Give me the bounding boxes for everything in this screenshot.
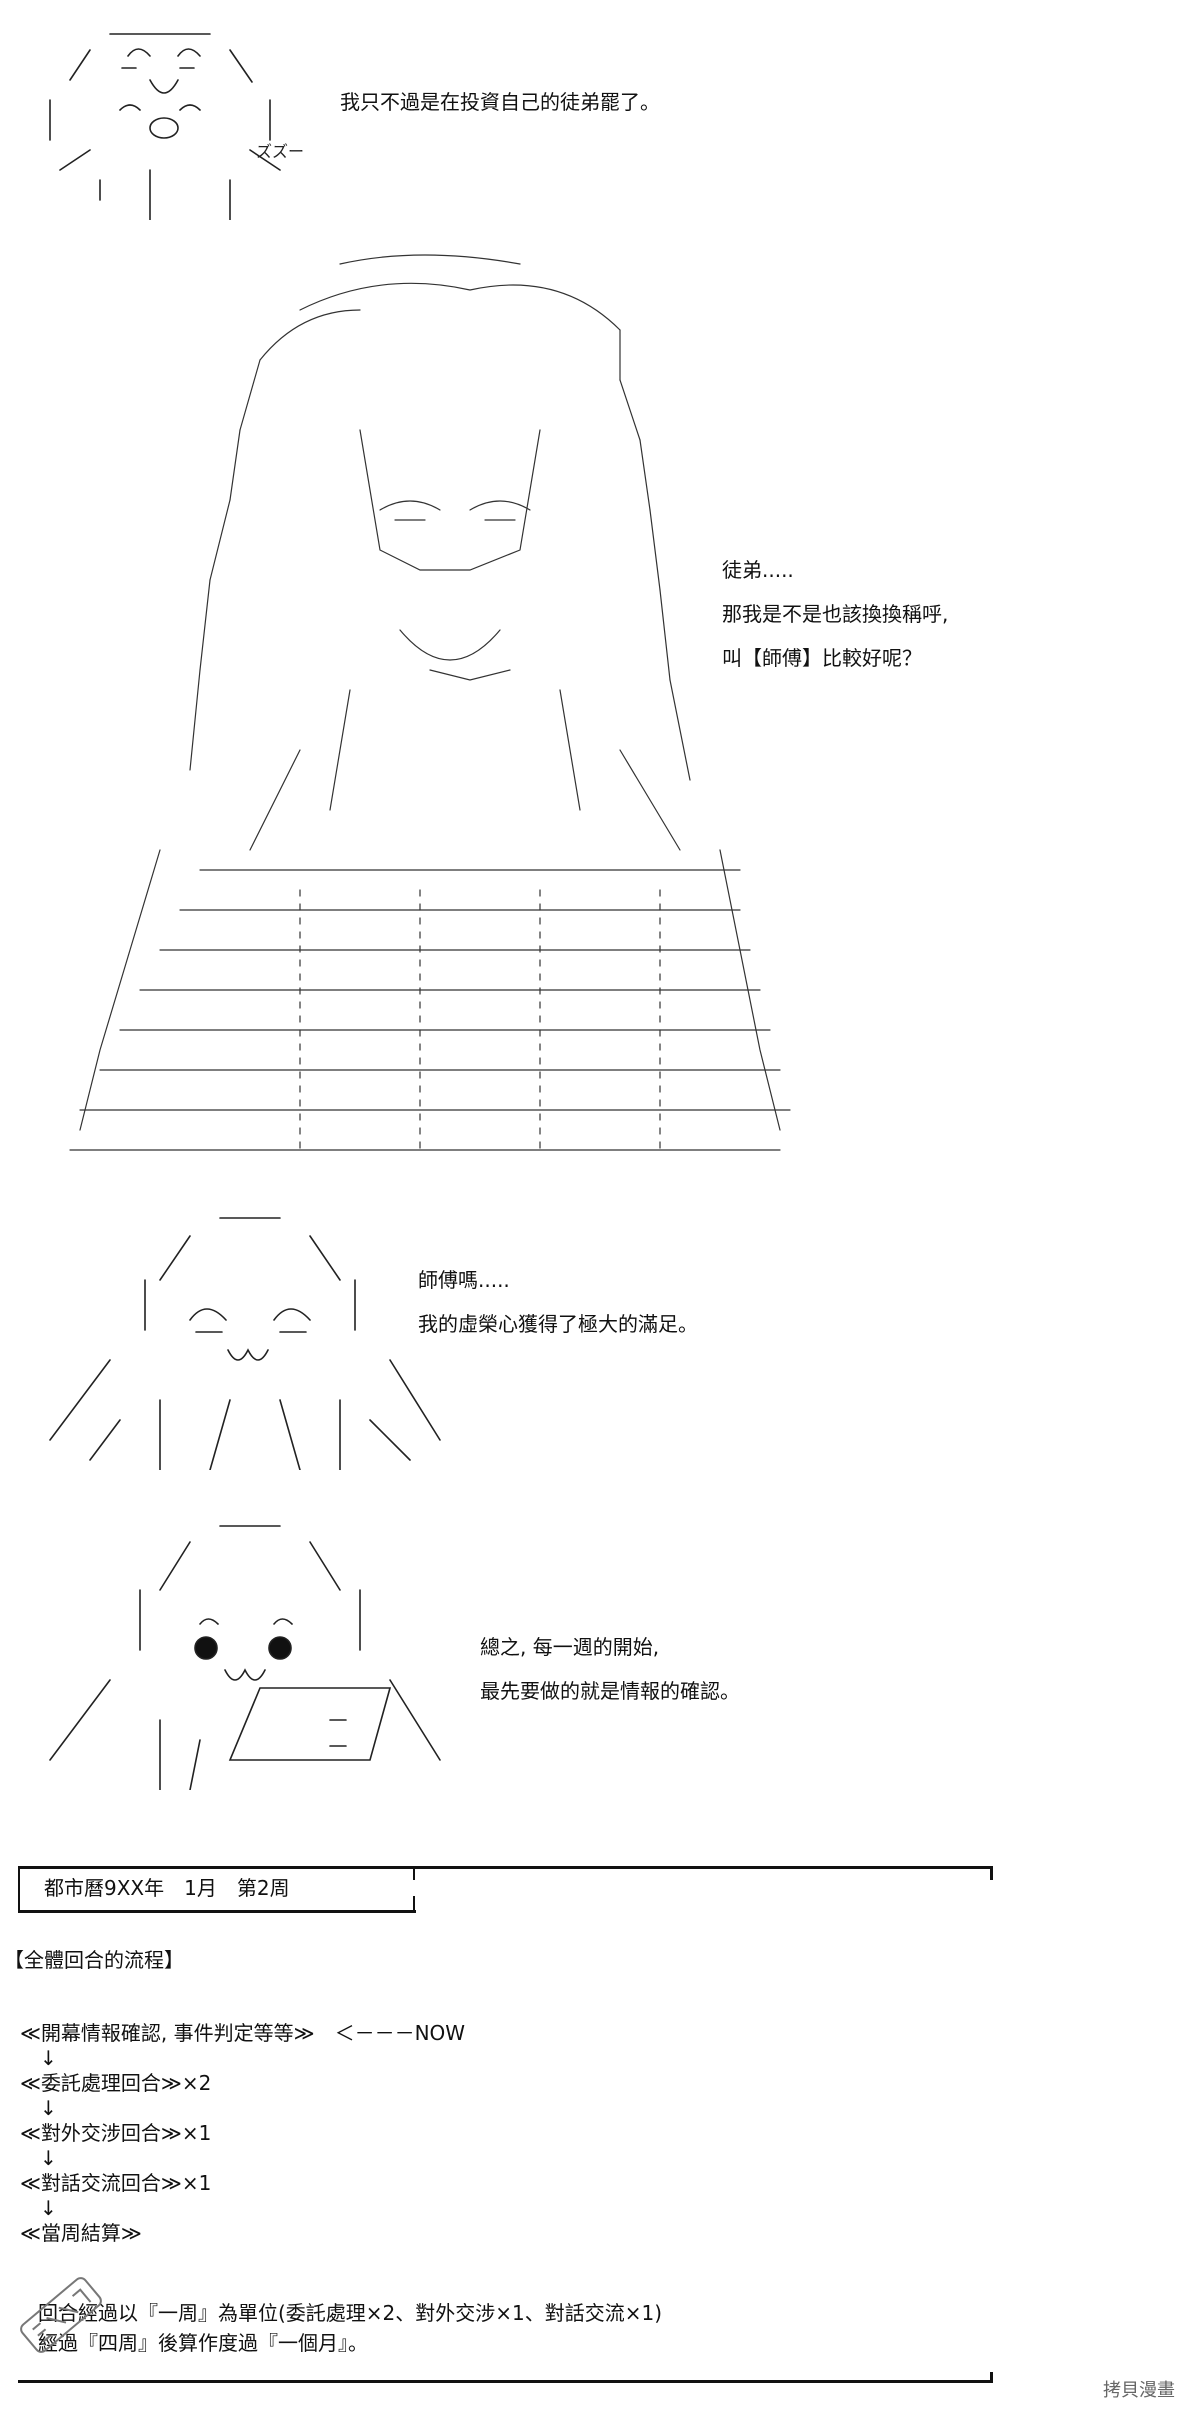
dialogue-line: 徒弟..... [722,558,794,582]
down-arrow-icon: ↓ [40,2096,57,2120]
flow-step-settlement: ≪當周結算≫ [20,2220,465,2246]
flow-step-label: ≪當周結算≫ [20,2221,142,2245]
dialogue-line: 我只不過是在投資自己的徒弟罷了。 [340,90,660,114]
footer-rule [18,2380,993,2383]
smug-character-art [30,1200,450,1470]
dialogue-line: 師傅嗎..... [418,1268,510,1292]
panel4-dialogue: 總之, 每一週的開始, 最先要做的就是情報的確認。 [480,1625,740,1713]
flow-step-commission: ≪委託處理回合≫×2 [20,2070,465,2096]
dialogue-line: 最先要做的就是情報的確認。 [480,1679,740,1703]
rules-note: 回合經過以『一周』為單位(委託處理×2、對外交涉×1、對話交流×1) 經過『四周… [38,2298,662,2358]
dialogue-line: 那我是不是也該換換稱呼, [722,602,949,626]
turn-flow-list: ≪開幕情報確認, 事件判定等等≫ ＜－－－NOW ↓ ≪委託處理回合≫×2 ↓ … [20,2020,465,2246]
footer-right-tick [990,2372,993,2382]
flow-step-label: ≪開幕情報確認, 事件判定等等≫ [20,2021,315,2045]
current-marker: ＜－－－NOW [314,2021,466,2045]
dialogue-line: 總之, 每一週的開始, [480,1635,660,1659]
section-title: 【全體回合的流程】 [4,1948,184,1972]
panel1-dialogue: 我只不過是在投資自己的徒弟罷了。 [340,80,660,124]
header-box-right [413,1896,415,1912]
header-mid-tick [413,1866,415,1880]
note-line: 回合經過以『一周』為單位(委託處理×2、對外交涉×1、對話交流×1) [38,2301,663,2325]
note-line: 經過『四周』後算作度過『一個月』。 [38,2331,368,2355]
down-arrow-icon: ↓ [40,2146,57,2170]
header-box-bottom [18,1910,416,1913]
down-arrow-icon: ↓ [40,2196,57,2220]
panel2-dialogue: 徒弟..... 那我是不是也該換換稱呼, 叫【師傅】比較好呢？ [722,548,948,680]
down-arrow-icon: ↓ [40,2046,57,2070]
flow-step-opening: ≪開幕情報確認, 事件判定等等≫ ＜－－－NOW [20,2020,465,2046]
panel3-dialogue: 師傅嗎..... 我的虛榮心獲得了極大的滿足。 [418,1258,698,1346]
character-sipping-art: ズズー [30,20,310,220]
dialogue-line: 我的虛榮心獲得了極大的滿足。 [418,1312,698,1336]
header-top-rule [18,1866,993,1869]
date-label: 都市曆9XX年 1月 第2周 [44,1876,290,1900]
dialogue-line: 叫【師傅】比較好呢？ [722,646,922,670]
flow-step-dialogue: ≪對話交流回合≫×1 [20,2170,465,2196]
flow-step-label: ≪對話交流回合≫×1 [20,2171,212,2195]
header-box-left [18,1866,20,1910]
watermark-stamp-icon [6,2260,116,2370]
flow-step-negotiation: ≪對外交涉回合≫×1 [20,2120,465,2146]
reading-character-art [30,1510,450,1790]
flow-step-label: ≪對外交涉回合≫×1 [20,2121,212,2145]
header-right-tick [990,1866,993,1880]
source-label: 拷貝漫畫 [1103,2380,1175,2401]
flow-step-label: ≪委託處理回合≫×2 [20,2071,212,2095]
sfx-text: ズズー [256,142,305,161]
long-haired-character-art [0,250,800,1160]
